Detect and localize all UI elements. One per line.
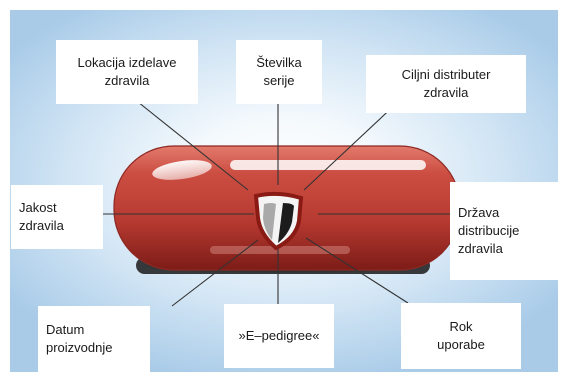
label-rok-line-2: uporabe xyxy=(437,336,485,354)
label-datum-line-2: proizvodnje xyxy=(46,339,113,357)
label-e-pedigree: »E–pedigree« xyxy=(224,304,334,368)
label-drzava-line-1: Država xyxy=(458,204,519,222)
label-stevilka-line-2: serije xyxy=(256,72,302,90)
label-lokacija-izdelave: Lokacija izdelave zdravila xyxy=(56,40,198,104)
label-epedigree-line-1: »E–pedigree« xyxy=(239,327,320,345)
label-ciljni-line-2: zdravila xyxy=(402,84,491,102)
label-lokacija-line-2: zdravila xyxy=(77,72,176,90)
label-ciljni-line-1: Ciljni distributer xyxy=(402,66,491,84)
label-jakost-line-1: Jakost xyxy=(19,199,64,217)
label-stevilka-serije: Številka serije xyxy=(236,40,322,104)
label-rok-line-1: Rok xyxy=(437,318,485,336)
label-jakost-line-2: zdravila xyxy=(19,217,64,235)
label-drzava-line-3: zdravila xyxy=(458,240,519,258)
label-stevilka-line-1: Številka xyxy=(256,54,302,72)
diagram-background: Lokacija izdelave zdravila Številka seri… xyxy=(10,10,558,372)
label-datum-proizvodnje: Datum proizvodnje xyxy=(38,306,150,372)
label-rok-uporabe: Rok uporabe xyxy=(401,303,521,369)
label-ciljni-distributer: Ciljni distributer zdravila xyxy=(366,55,526,113)
label-jakost-zdravila: Jakost zdravila xyxy=(11,185,103,249)
label-drzava-distribucije: Država distribucije zdravila xyxy=(450,182,558,280)
label-datum-line-1: Datum xyxy=(46,321,113,339)
label-lokacija-line-1: Lokacija izdelave xyxy=(77,54,176,72)
label-drzava-line-2: distribucije xyxy=(458,222,519,240)
